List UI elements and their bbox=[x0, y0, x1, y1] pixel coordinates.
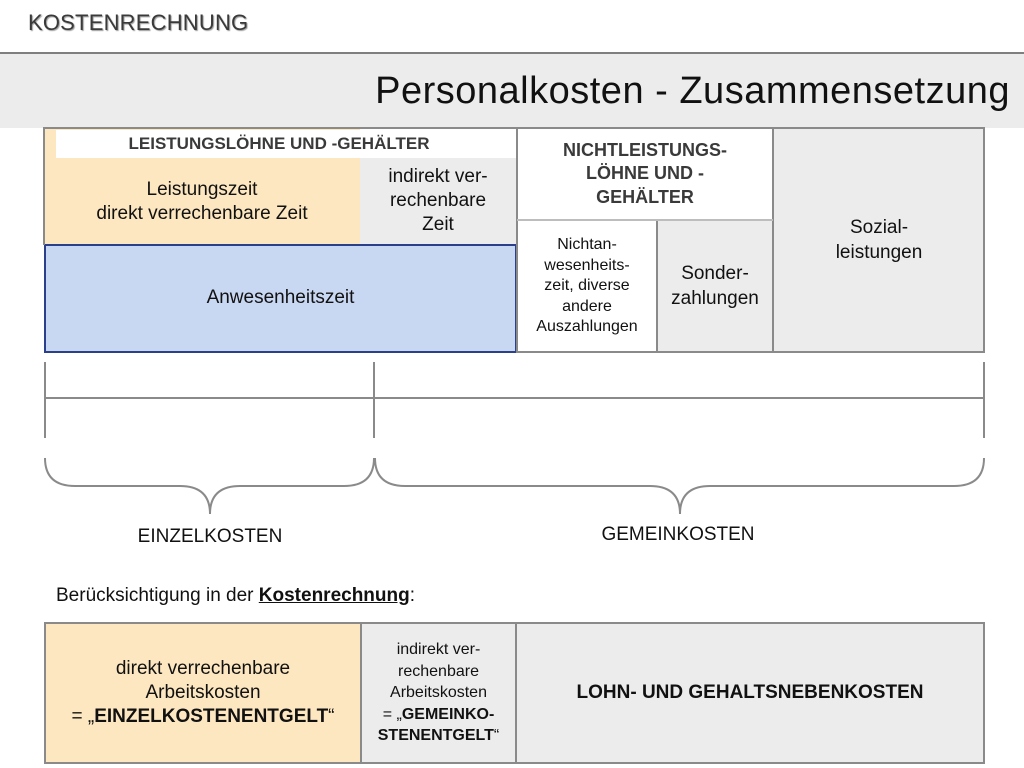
sozialleistungen-box: Sozial- leistungen bbox=[773, 128, 985, 353]
intro-prefix: Berücksichtigung in der bbox=[56, 585, 259, 606]
indirekt-zeit-text: indirekt ver- rechenbare Zeit bbox=[388, 165, 488, 236]
diagram-divider-1 bbox=[516, 127, 518, 353]
nichtleistung-divider bbox=[517, 219, 773, 221]
direkt-line2: Arbeitskosten bbox=[145, 681, 261, 703]
einzelkostenentgelt-box: direkt verrechenbare Arbeitskosten = „EI… bbox=[44, 622, 360, 764]
nichtanwesenheit-text: Nichtan- wesenheits- zeit, diverse ander… bbox=[536, 236, 638, 336]
nichtanwesenheit-box: Nichtan- wesenheits- zeit, diverse ander… bbox=[517, 220, 657, 353]
header-divider bbox=[0, 52, 1024, 54]
leistungszeit-text: Leistungszeit direkt verrechenbare Zeit bbox=[44, 170, 360, 234]
page-title: Personalkosten - Zusammensetzung bbox=[375, 70, 1010, 112]
direkt-line1: direkt verrechenbare bbox=[115, 657, 291, 679]
leistungszeit-line2: direkt verrechenbare Zeit bbox=[96, 203, 308, 224]
einzelkosten-label: EINZELKOSTEN bbox=[137, 526, 283, 547]
leistung-header-text: LEISTUNGSLÖHNE UND -GEHÄLTER bbox=[128, 134, 430, 153]
kostenrechnung-intro: Berücksichtigung in der Kostenrechnung: bbox=[56, 585, 415, 607]
gemeinkostenentgelt-box: indirekt ver- rechenbare Arbeitskosten =… bbox=[360, 622, 517, 764]
title-band bbox=[0, 54, 1024, 128]
nebenkosten-text: LOHN- UND GEHALTSNEBENKOSTEN bbox=[576, 681, 924, 703]
gemeinkosten-label: GEMEINKOSTEN bbox=[601, 524, 755, 545]
indirekt-zeit-box: indirekt ver- rechenbare Zeit bbox=[360, 158, 516, 244]
span-brackets bbox=[44, 362, 985, 515]
diagram-top-border bbox=[44, 127, 985, 129]
diagram-left-border bbox=[43, 127, 45, 245]
sozialleistungen-text: Sozial- leistungen bbox=[835, 217, 923, 263]
direkt-line3: = „EINZELKOSTENENTGELT“ bbox=[71, 706, 335, 728]
nichtleistung-header: NICHTLEISTUNGS- LÖHNE UND - GEHÄLTER bbox=[517, 128, 773, 220]
sonderzahlungen-box: Sonder- zahlungen bbox=[657, 220, 773, 353]
section-label: KOSTENRECHNUNG bbox=[28, 10, 249, 35]
nebenkosten-box: LOHN- UND GEHALTSNEBENKOSTEN bbox=[517, 622, 985, 764]
anwesenheitszeit-text: Anwesenheitszeit bbox=[206, 287, 355, 309]
sonderzahlungen-text: Sonder- zahlungen bbox=[671, 263, 759, 309]
kostenrechnung-link[interactable]: Kostenrechnung bbox=[258, 585, 410, 606]
indirekt-eq: = „GEMEINKO- bbox=[382, 705, 495, 723]
brace-gemeinkosten bbox=[374, 457, 985, 515]
brace-einzelkosten bbox=[44, 457, 375, 515]
nichtleistung-header-text: NICHTLEISTUNGS- LÖHNE UND - GEHÄLTER bbox=[563, 140, 727, 207]
diagram-right-border bbox=[983, 127, 985, 353]
leistungszeit-line1: Leistungszeit bbox=[146, 178, 258, 200]
diagram-divider-3 bbox=[772, 127, 774, 353]
leistung-header-label: LEISTUNGSLÖHNE UND -GEHÄLTER bbox=[56, 130, 502, 158]
anwesenheitszeit-box: Anwesenheitszeit bbox=[44, 244, 517, 353]
diagram-divider-2 bbox=[656, 220, 658, 353]
indirekt-eq-cont: STENENTGELT“ bbox=[377, 727, 500, 745]
diagram-bottom-border bbox=[517, 351, 985, 353]
indirekt-lines: indirekt ver- rechenbare Arbeitskosten bbox=[390, 641, 487, 702]
intro-suffix: : bbox=[409, 585, 416, 606]
